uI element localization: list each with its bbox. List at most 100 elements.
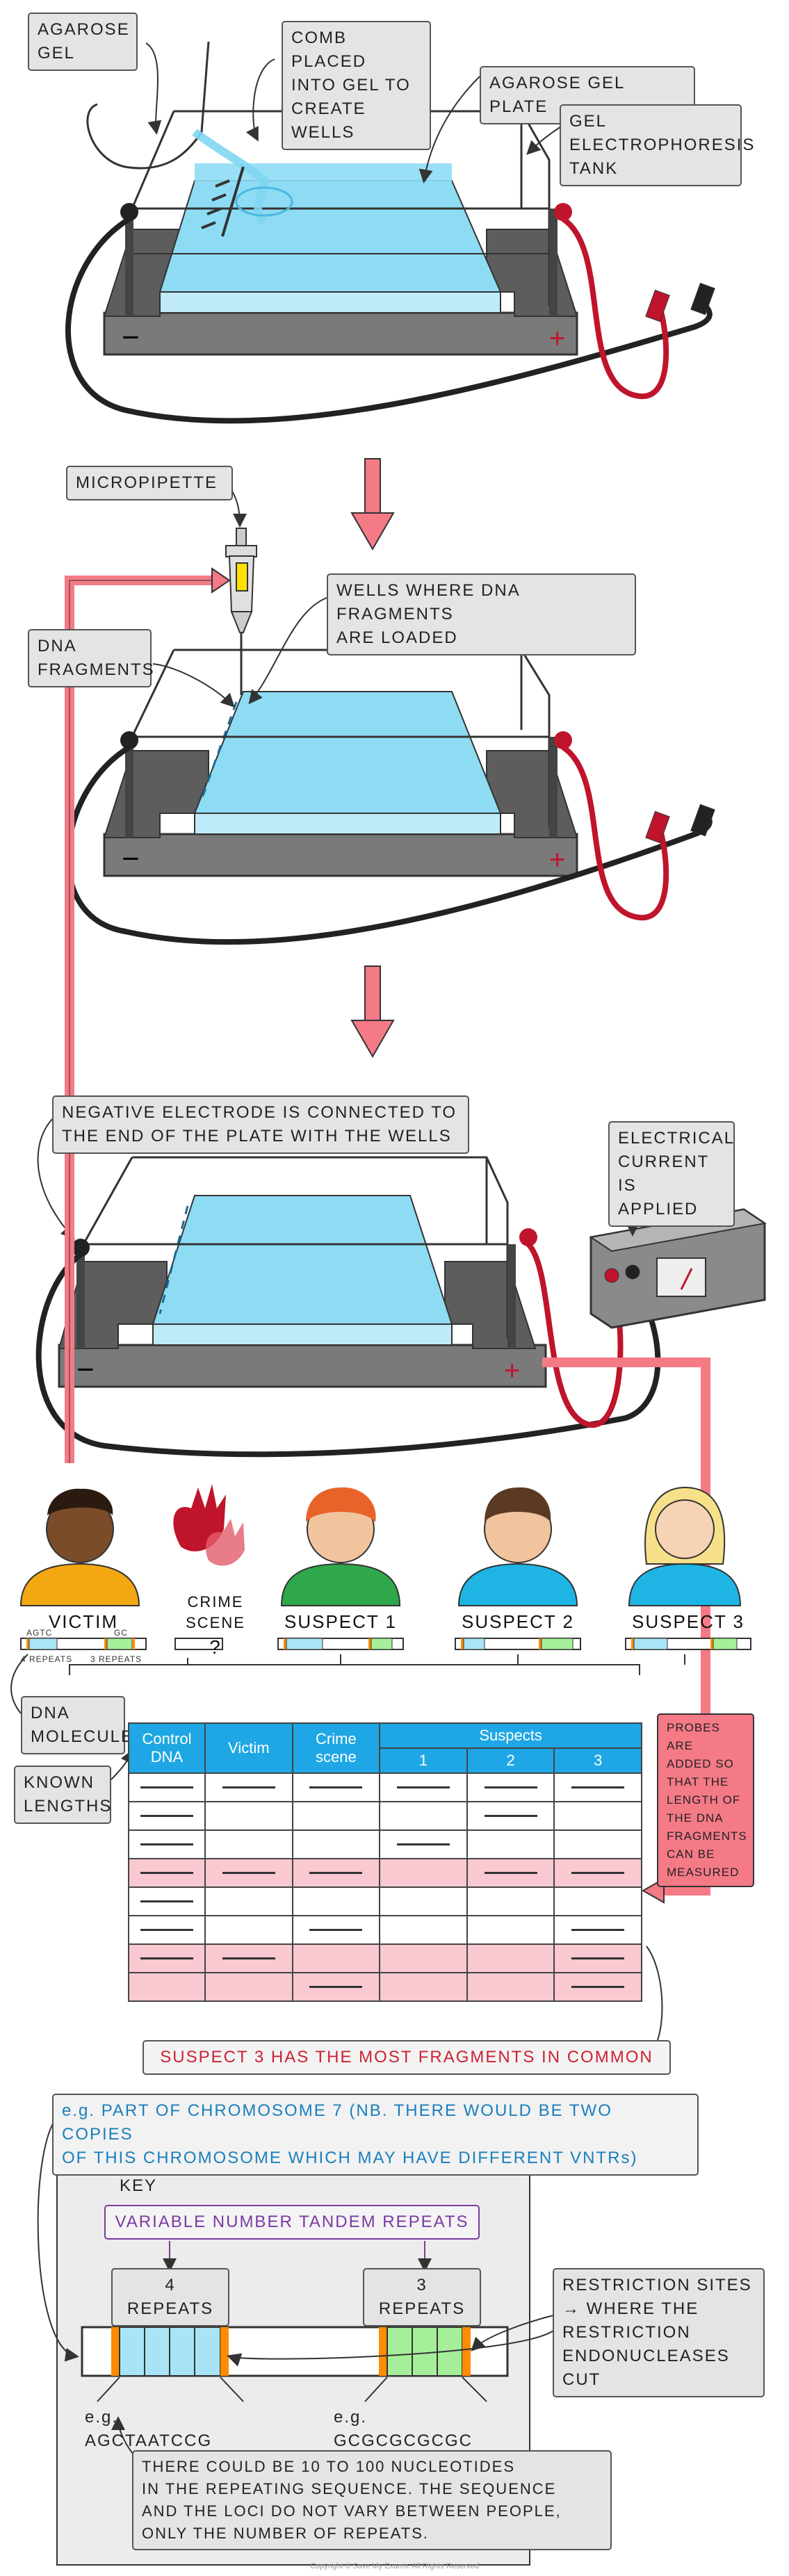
label-micropipette: MICROPIPETTE <box>66 466 233 500</box>
table-cell <box>553 1915 642 1945</box>
table-row <box>128 1915 642 1945</box>
dna-band <box>140 1814 193 1817</box>
tank-stage-1 <box>65 41 715 424</box>
label-tank: GEL ELECTROPHORESIS TANK <box>560 104 754 186</box>
dna-band <box>309 1928 363 1931</box>
down-arrow-1 <box>350 458 395 551</box>
table-cell <box>466 1858 555 1888</box>
dna-band <box>140 1928 193 1931</box>
label-nucleotides: THERE COULD BE 10 TO 100 NUCLEOTIDES IN … <box>132 2450 612 2550</box>
victim-three-repeats: 3 REPEATS <box>90 1654 143 1664</box>
table-cell <box>379 1886 468 1916</box>
table-cell <box>291 1943 381 1973</box>
label-three-repeats: 3 REPEATS <box>363 2268 481 2326</box>
table-cell <box>379 1801 468 1831</box>
table-cell <box>128 1858 206 1888</box>
dna-band <box>484 1786 537 1788</box>
table-row <box>128 1886 642 1916</box>
name-crime-scene: CRIME SCENE <box>186 1593 245 1631</box>
table-cell <box>466 1943 555 1973</box>
table-cell <box>128 1915 206 1945</box>
dna-band <box>140 1843 193 1845</box>
table-cell <box>204 1972 293 2002</box>
label-dna-fragments: DNA FRAGMENTS <box>28 629 154 687</box>
label-four-repeats: 4 REPEATS <box>111 2268 229 2326</box>
plus-sign-3: + <box>504 1355 520 1386</box>
table-cell <box>291 1858 381 1888</box>
black-wire <box>65 216 713 424</box>
table-cell <box>466 1829 555 1859</box>
table-cell <box>379 1829 468 1859</box>
dna-band <box>571 1871 625 1874</box>
header-suspect-2: 2 <box>466 1747 555 1774</box>
dna-band <box>140 1957 193 1959</box>
minus-sign-2: − <box>122 842 140 876</box>
minus-sign-3: − <box>76 1353 95 1387</box>
table-cell <box>128 1943 206 1973</box>
table-row <box>128 1858 642 1888</box>
dna-band <box>140 1786 193 1788</box>
beaker-icon <box>86 41 210 170</box>
minus-sign-1: − <box>122 320 140 354</box>
red-plug-icon <box>645 289 670 323</box>
dna-band <box>571 1957 625 1959</box>
red-wire <box>561 216 669 400</box>
plus-sign-2: + <box>549 845 565 875</box>
crime-scene-hands <box>173 1484 245 1566</box>
table-cell <box>128 1972 206 2002</box>
label-negative-electrode: NEGATIVE ELECTRODE IS CONNECTED TO THE E… <box>52 1095 469 1154</box>
header-suspect-1: 1 <box>379 1747 468 1774</box>
table-cell <box>204 1772 293 1802</box>
dna-band <box>396 1786 450 1788</box>
suspect-3-figure <box>628 1486 742 1606</box>
dna-strip-suspect-3 <box>625 1638 751 1650</box>
black-plug-icon <box>690 282 715 316</box>
dna-band <box>222 1786 275 1788</box>
dna-strip-suspect-1 <box>277 1638 404 1650</box>
table-row <box>128 1829 642 1859</box>
suspect-1-figure <box>280 1487 401 1606</box>
wells-line <box>200 701 238 800</box>
positive-electrode <box>549 209 558 316</box>
results-table: Control DNA Victim Crime scene Suspects … <box>128 1722 642 2002</box>
table-row <box>128 1772 642 1802</box>
header-control-dna: Control DNA <box>128 1722 206 1774</box>
dna-strip-crime-scene <box>174 1638 223 1650</box>
label-agarose-gel: AGAROSE GEL <box>28 13 138 71</box>
micropipette-icon <box>225 528 257 695</box>
footer: Copyright © Save My Exams. All Rights Re… <box>310 2562 479 2570</box>
table-cell <box>466 1886 555 1916</box>
table-cell <box>291 1829 381 1859</box>
dna-band <box>140 1900 193 1902</box>
table-cell <box>379 1915 468 1945</box>
table-cell <box>553 1943 642 1973</box>
table-cell <box>553 1829 642 1859</box>
table-cell <box>553 1972 642 2002</box>
label-seq-1: e.g. AGCTAATCCG <box>85 2408 213 2450</box>
victim-agtc: AGTC <box>26 1628 53 1638</box>
label-seq-2: e.g. GCGCGCGCGC <box>334 2408 473 2450</box>
table-cell <box>553 1858 642 1888</box>
name-suspect-2: SUSPECT 2 <box>461 1611 574 1632</box>
crime-scene-question: ? <box>209 1636 222 1658</box>
dna-strip-victim <box>20 1638 147 1650</box>
label-current: ELECTRICAL CURRENT IS APPLIED <box>608 1121 735 1227</box>
label-vntr: VARIABLE NUMBER TANDEM REPEATS <box>104 2205 480 2240</box>
dna-band <box>571 1786 625 1788</box>
table-cell <box>553 1772 642 1802</box>
label-chromosome-example: e.g. PART OF CHROMOSOME 7 (NB. THERE WOU… <box>52 2094 699 2176</box>
table-cell <box>466 1972 555 2002</box>
table-cell <box>204 1829 293 1859</box>
label-wells: WELLS WHERE DNA FRAGMENTS ARE LOADED <box>327 573 636 655</box>
name-victim: VICTIM <box>48 1611 119 1632</box>
header-suspects: Suspects <box>379 1722 642 1749</box>
table-cell <box>379 1943 468 1973</box>
dna-band <box>222 1957 275 1959</box>
flow-arrow-left <box>65 567 231 1463</box>
label-restriction-sites: RESTRICTION SITES → WHERE THE RESTRICTIO… <box>553 2268 765 2397</box>
label-known-lengths: KNOWN LENGTHS <box>14 1766 111 1824</box>
victim-four-repeats: 4 REPEATS <box>21 1654 73 1664</box>
table-cell <box>128 1829 206 1859</box>
table-cell <box>379 1972 468 2002</box>
table-cell <box>379 1772 468 1802</box>
